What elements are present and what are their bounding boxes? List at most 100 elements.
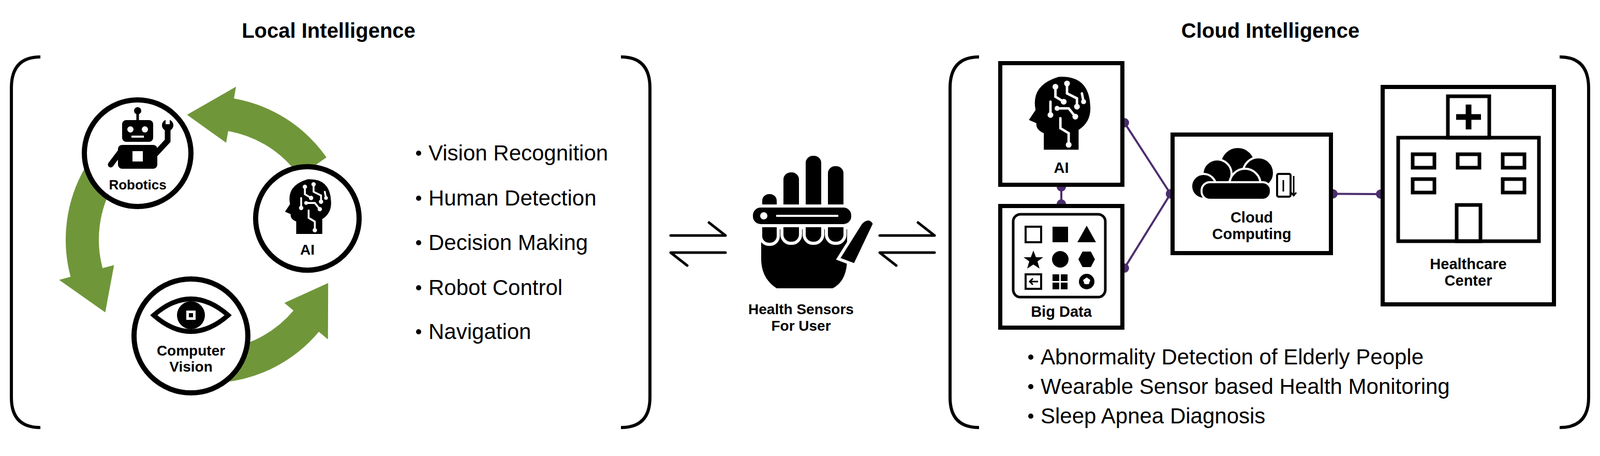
data-shape — [1052, 282, 1060, 290]
concept-circle: Computer Vision — [131, 276, 251, 396]
robot-wrench-notch — [165, 117, 170, 125]
bullet-item: Navigation — [428, 319, 531, 345]
node-text-block: Big Data — [1009, 303, 1114, 320]
bullet-item: Abnormality Detection of Elderly People — [1040, 344, 1424, 370]
finger — [804, 154, 823, 244]
node-label: Computer Vision — [146, 342, 235, 376]
eye-chip-core — [188, 313, 194, 318]
service-box: Healthcare Center — [1380, 84, 1557, 307]
bracket — [1559, 56, 1589, 428]
ai-head-icon — [1028, 76, 1091, 150]
node-text-block: Cloud Computing — [1202, 209, 1301, 243]
node-text-block: AI — [1009, 159, 1114, 176]
service-box: AI — [998, 61, 1125, 187]
concept-circle: Robotics — [81, 97, 194, 210]
data-shape — [1078, 273, 1095, 290]
service-box: Big Data — [998, 203, 1125, 330]
eye-icon — [153, 299, 229, 332]
hospital-cross — [1456, 104, 1481, 130]
cloud-puff — [1191, 173, 1217, 199]
harpoon — [670, 252, 726, 266]
cloud-puff — [1242, 157, 1274, 189]
hospital-window — [1502, 154, 1525, 168]
robot-icon — [110, 107, 174, 169]
data-shape — [1052, 274, 1060, 281]
data-shape — [1052, 250, 1069, 268]
service-box: Cloud Computing — [1170, 132, 1333, 256]
robot-arm — [155, 130, 168, 155]
hospital-window — [1412, 154, 1435, 168]
robot-chip — [132, 151, 143, 162]
cloud-puff — [1220, 146, 1256, 183]
harpoon — [670, 222, 726, 236]
data-shape — [1060, 274, 1068, 281]
bullet-item: Robot Control — [428, 275, 563, 301]
hospital-door — [1456, 204, 1481, 242]
bullet-item: Human Detection — [428, 185, 597, 211]
robot-eye — [141, 126, 148, 133]
robot-antenna — [136, 112, 140, 122]
robot-mouth — [131, 135, 144, 138]
data-shape — [1077, 225, 1096, 243]
bullet-item: Decision Making — [428, 230, 588, 256]
cloud-puff — [1202, 159, 1232, 189]
node-text-block: Robotics — [93, 177, 182, 193]
connector-line — [1124, 194, 1171, 269]
node-label: AI — [268, 241, 347, 258]
icon-caption: Health Sensors For User — [736, 301, 866, 335]
robot-body — [117, 144, 158, 169]
connector-line — [1124, 122, 1171, 194]
robot-wrench — [161, 119, 174, 131]
cloud-transfer — [1291, 175, 1297, 196]
bracket — [620, 56, 650, 428]
hospital-window — [1502, 179, 1525, 193]
harpoon — [879, 222, 935, 236]
sensor-dot — [759, 211, 769, 221]
robot-eye — [127, 126, 134, 133]
node-text-block: Healthcare Center — [1414, 255, 1523, 290]
data-shape — [1083, 277, 1091, 285]
node-label: Big Data — [1009, 303, 1114, 320]
section-title: Local Intelligence — [241, 19, 416, 43]
robot-head — [122, 120, 154, 142]
cloud-base — [1201, 182, 1271, 200]
cloud-icon — [1191, 146, 1297, 200]
data-shape — [1025, 274, 1042, 289]
hospital-window — [1412, 179, 1435, 193]
node-label: Healthcare Center — [1414, 255, 1523, 290]
bracket — [11, 56, 41, 428]
node-label: Cloud Computing — [1202, 209, 1301, 243]
node-text-block: Computer Vision — [146, 342, 235, 376]
sensor-band — [751, 205, 853, 226]
hand-icon — [751, 154, 875, 290]
brackets — [11, 56, 1589, 428]
hospital-window — [1457, 154, 1480, 168]
data-shape — [1029, 278, 1039, 285]
robot-antenna-tip — [134, 107, 142, 115]
cloud-transfer — [1282, 180, 1285, 192]
cloud-device — [1277, 173, 1291, 197]
finger — [826, 164, 846, 244]
data-shape — [1052, 226, 1069, 243]
hospital-icon — [1398, 96, 1539, 242]
bracket — [950, 56, 980, 428]
bullet-item: Vision Recognition — [428, 140, 609, 166]
eye-outline — [153, 299, 229, 332]
data-shape — [1060, 282, 1068, 290]
cloud-puff — [1229, 168, 1261, 200]
hospital-building — [1398, 137, 1539, 242]
concept-circle: AI — [253, 164, 362, 273]
eye-iris — [176, 301, 205, 330]
eye-chip — [186, 310, 196, 320]
data-shape — [1078, 251, 1095, 268]
big-data-icon — [1013, 214, 1106, 298]
robot-arm — [110, 152, 121, 165]
hospital-cross-box — [1447, 96, 1490, 138]
bullet-item: Sleep Apnea Diagnosis — [1040, 403, 1266, 429]
data-shape — [1023, 250, 1044, 269]
bullet-item: Wearable Sensor based Health Monitoring — [1040, 374, 1450, 399]
data-frame — [1013, 214, 1106, 298]
ai-head-icon — [285, 179, 332, 234]
node-label: Robotics — [93, 177, 182, 193]
